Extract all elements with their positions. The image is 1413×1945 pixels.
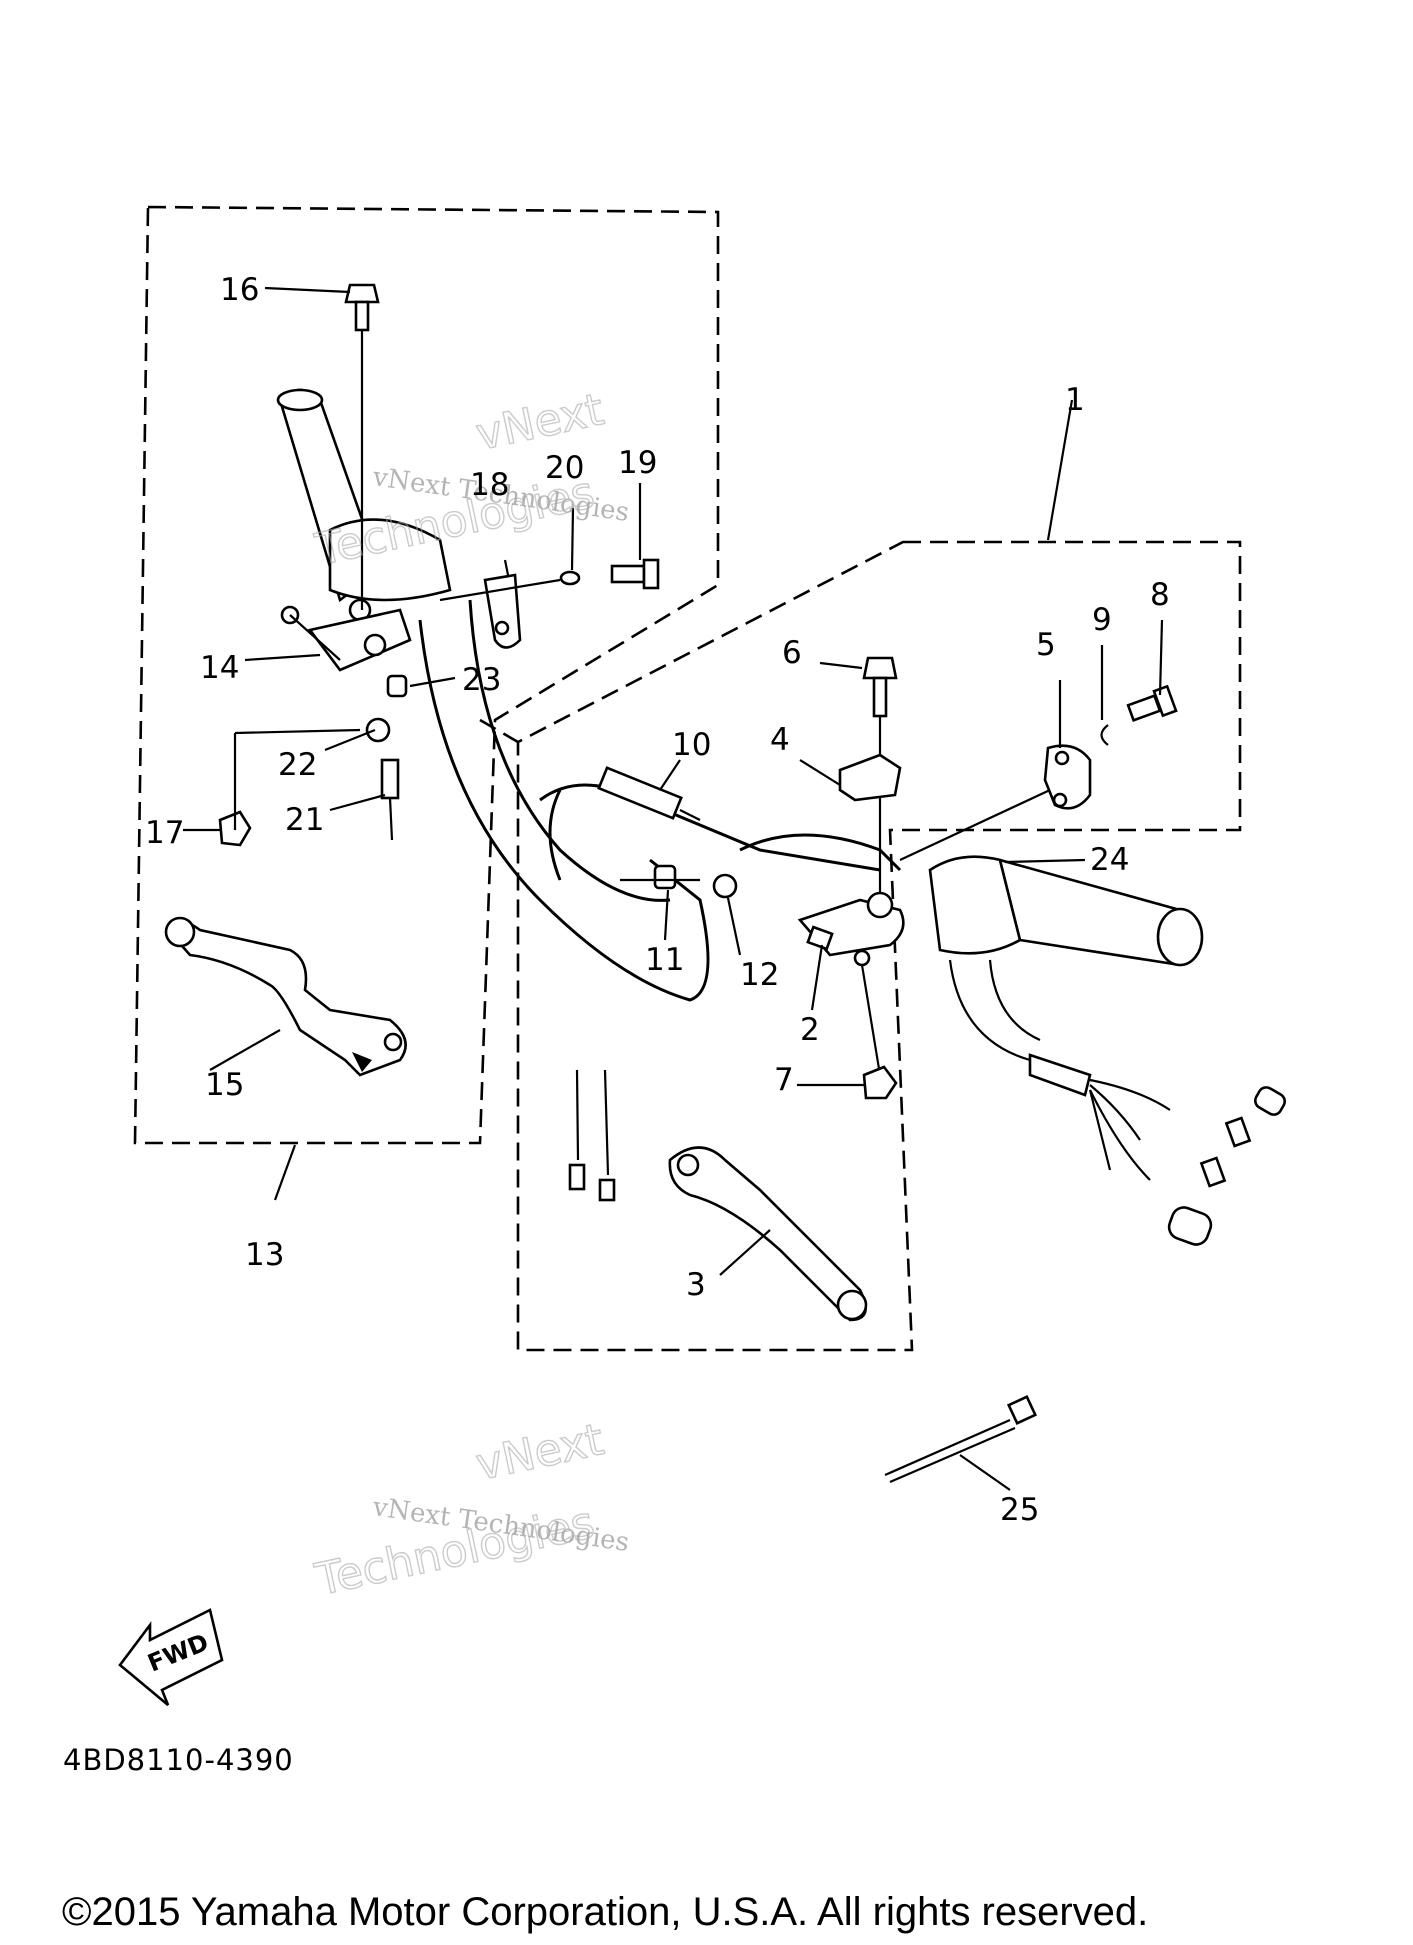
- callout-22: 22: [278, 747, 317, 783]
- callout-21: 21: [285, 802, 324, 838]
- callout-15: 15: [205, 1067, 244, 1103]
- callout-12: 12: [740, 957, 779, 993]
- callout-6: 6: [782, 635, 802, 671]
- leader-lines: [183, 286, 1164, 1491]
- adjuster-21: [380, 758, 400, 841]
- callout-1: 1: [1065, 382, 1085, 418]
- bolt-6: [862, 656, 898, 900]
- bolt-16: [344, 283, 380, 610]
- fwd-arrow-icon: FWD: [118, 1608, 224, 1706]
- callout-2: 2: [800, 1012, 820, 1048]
- screw-19: [610, 558, 660, 590]
- cable-tie-25: [884, 1394, 1038, 1484]
- callout-8: 8: [1150, 577, 1170, 613]
- clamp-18: [483, 573, 522, 649]
- screw-8: [1126, 684, 1178, 722]
- diagram-code: 4BD8110-4390: [63, 1743, 294, 1777]
- svg-text:vNext: vNext: [472, 384, 608, 461]
- callout-18: 18: [470, 467, 509, 503]
- callout-4: 4: [770, 722, 790, 758]
- svg-text:vNext: vNext: [472, 1414, 608, 1491]
- lever-15: [164, 916, 407, 1077]
- callout-17: 17: [145, 815, 184, 851]
- callout-7: 7: [774, 1062, 794, 1098]
- nut-11: [620, 864, 700, 890]
- lever-holder-2: [797, 891, 905, 1076]
- callout-16: 16: [220, 272, 259, 308]
- wire-harness: [568, 1053, 1286, 1246]
- callout-labels: 1 2 3 4 5 6 7 8 9 10 11 12 13 14 15 16 1…: [145, 272, 1170, 1528]
- callout-24: 24: [1090, 842, 1129, 878]
- callout-14: 14: [200, 650, 239, 686]
- locknut-22: [365, 717, 391, 743]
- switch-10: [597, 766, 701, 821]
- callout-19: 19: [618, 445, 657, 481]
- callout-23: 23: [462, 662, 501, 698]
- lever-holder-14: [280, 605, 412, 672]
- washer-20: [559, 570, 581, 586]
- group-box-1: [516, 540, 1242, 1352]
- group-box-inner: [479, 718, 519, 744]
- switch-4: [838, 753, 902, 802]
- nut-7: [862, 1065, 898, 1100]
- washer-9: [1100, 724, 1109, 746]
- callout-13: 13: [245, 1237, 284, 1273]
- adjuster-23: [386, 674, 408, 698]
- grip-switch-24: [928, 855, 1204, 1062]
- left-grip: [276, 388, 452, 622]
- callout-11: 11: [645, 942, 684, 978]
- lever-3: [668, 1146, 868, 1322]
- clamp-5: [1043, 744, 1092, 810]
- callout-5: 5: [1036, 627, 1056, 663]
- callout-9: 9: [1092, 602, 1112, 638]
- callout-10: 10: [672, 727, 711, 763]
- callout-25: 25: [1000, 1492, 1039, 1528]
- group-box-13: [133, 205, 720, 1145]
- locknut-12: [712, 873, 738, 899]
- callout-3: 3: [686, 1267, 706, 1303]
- copyright-notice: ©2015 Yamaha Motor Corporation, U.S.A. A…: [62, 1890, 1148, 1934]
- callout-20: 20: [545, 450, 584, 486]
- watermark-lower: vNext vNext Technologies Technologies: [310, 1413, 631, 1606]
